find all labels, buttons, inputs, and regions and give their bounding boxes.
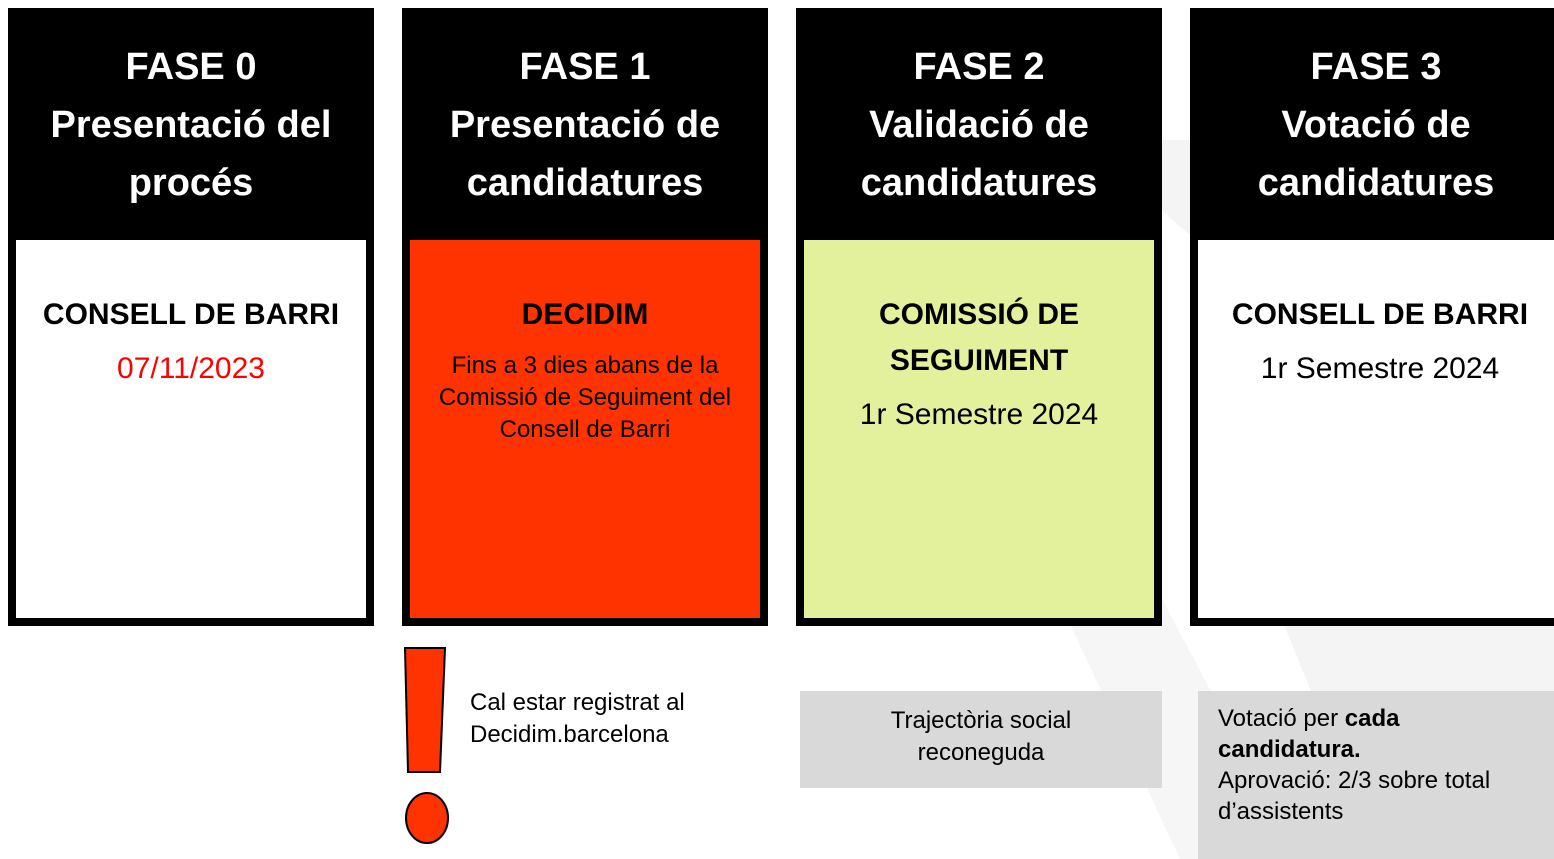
phase-1-body-title: DECIDIM <box>521 298 649 331</box>
vote-note-prefix: Votació per <box>1218 705 1345 732</box>
phase-2-card: FASE 2 Validació de candidatures COMISSI… <box>796 8 1162 626</box>
phase-0-title-line1: Presentació del <box>50 104 332 146</box>
phase-1-title-line1: Presentació de <box>449 104 721 146</box>
phase-3-body-title: CONSELL DE BARRI <box>1231 298 1529 331</box>
phase-3-date: 1r Semestre 2024 <box>1260 352 1500 385</box>
phase-1-note: Fins a 3 dies abans de la Comissió de Se… <box>438 352 732 443</box>
exclamation-icon <box>403 647 449 844</box>
phase-3-title-line2: candidatures <box>1257 162 1495 204</box>
phase-1-card: FASE 1 Presentació de candidatures DECID… <box>402 8 768 626</box>
registration-note-line2: Decidim.barcelona <box>470 721 669 748</box>
phase-1-label: FASE 1 <box>519 46 651 88</box>
phase-2-label: FASE 2 <box>913 46 1045 88</box>
phase-2-title-line2: candidatures <box>860 162 1098 204</box>
vote-note-box: Votació per cada candidatura. Aprovació:… <box>1198 691 1554 859</box>
registration-note-line1: Cal estar registrat al <box>470 689 685 716</box>
trajectory-note-box: Trajectòria social reconeguda <box>800 691 1162 788</box>
phase-1-body: DECIDIM Fins a 3 dies abans de la Comiss… <box>410 240 760 618</box>
phase-1-title-line2: candidatures <box>466 162 704 204</box>
phase-2-date: 1r Semestre 2024 <box>859 398 1099 431</box>
phase-3-body: CONSELL DE BARRI 1r Semestre 2024 <box>1198 240 1554 618</box>
phase-0-title-line2: procés <box>128 162 254 204</box>
trajectory-note-line2: reconeguda <box>917 739 1045 766</box>
vote-note-bold: cada candidatura. <box>1218 705 1400 763</box>
phase-0-card: FASE 0 Presentació del procés CONSELL DE… <box>8 8 374 626</box>
phase-2-body: COMISSIÓ DE SEGUIMENT 1r Semestre 2024 <box>804 240 1154 618</box>
registration-note: Cal estar registrat al Decidim.barcelona <box>470 687 685 751</box>
phase-2-body-title-line1: COMISSIÓ DE <box>878 298 1080 331</box>
phase-0-header: FASE 0 Presentació del procés <box>8 8 374 240</box>
vote-note-text: Votació per cada candidatura. <box>1218 703 1508 765</box>
phase-1-header: FASE 1 Presentació de candidatures <box>402 8 768 240</box>
phase-2-title-line1: Validació de <box>869 104 1089 146</box>
trajectory-note-line1: Trajectòria social <box>890 707 1072 734</box>
phase-0-body-title: CONSELL DE BARRI <box>42 298 340 331</box>
phase-0-body: CONSELL DE BARRI 07/11/2023 <box>16 240 366 618</box>
phase-2-header: FASE 2 Validació de candidatures <box>796 8 1162 240</box>
phase-3-label: FASE 3 <box>1310 46 1442 88</box>
vote-note-approval: Aprovació: 2/3 sobre total d’assistents <box>1218 767 1491 825</box>
phase-0-date: 07/11/2023 <box>117 352 265 385</box>
phase-3-title-line1: Votació de <box>1281 104 1471 146</box>
phase-2-body-title-line2: SEGUIMENT <box>889 344 1069 377</box>
phase-3-header: FASE 3 Votació de candidatures <box>1190 8 1554 240</box>
phase-3-card: FASE 3 Votació de candidatures CONSELL D… <box>1190 8 1554 626</box>
phase-0-label: FASE 0 <box>125 46 257 88</box>
